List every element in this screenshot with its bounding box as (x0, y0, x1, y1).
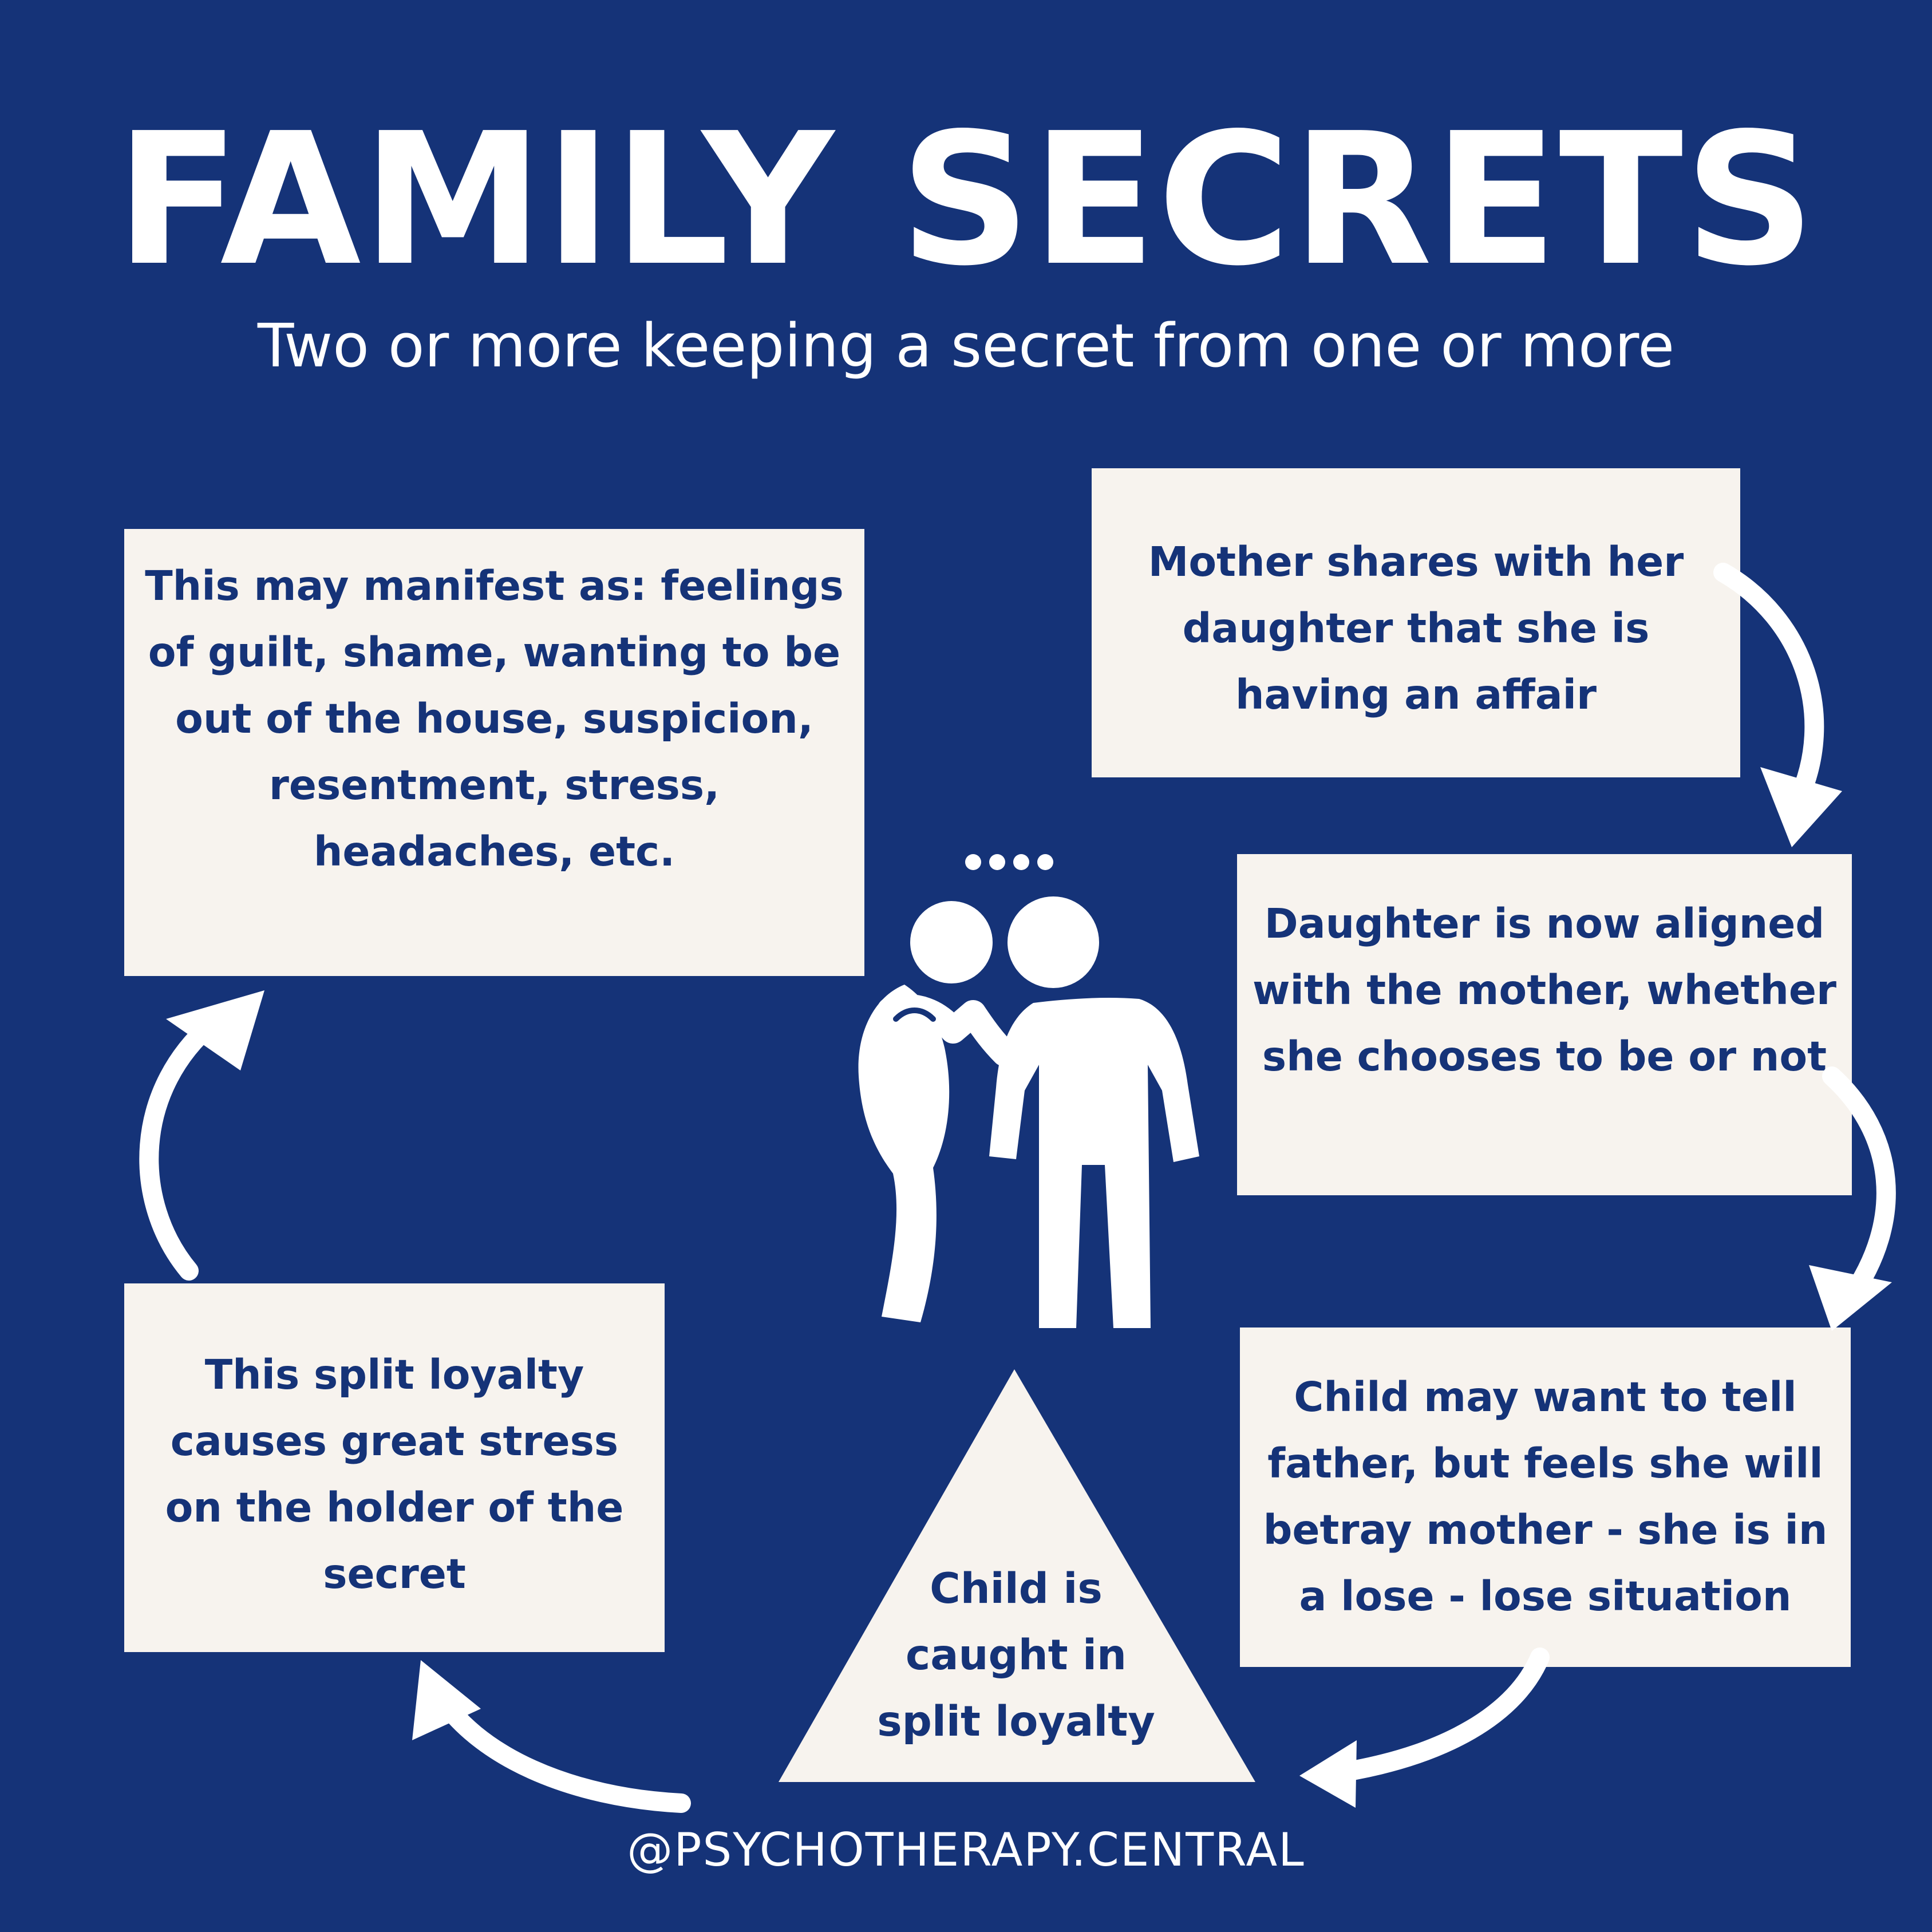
daughter-aligned-text: Daughter is now aligned with the mother,… (1252, 900, 1837, 1080)
daughter-aligned-box: Daughter is now aligned with the mother,… (1237, 854, 1852, 1195)
two-people-whispering-icon (858, 896, 1199, 1328)
mother-shares-box: Mother shares with her daughter that she… (1092, 468, 1740, 777)
arrowhead-4 (412, 1660, 481, 1740)
manifest-text: This may manifest as: feelings of guilt,… (145, 562, 844, 875)
child-tell-box: Child may want to tell father, but feels… (1240, 1327, 1851, 1667)
arrowhead-5 (166, 990, 264, 1070)
triangle-text: Child is caught in split loyalty (877, 1564, 1155, 1746)
page-title: FAMILY SECRETS (115, 94, 1817, 306)
arrowhead-2 (1809, 1265, 1892, 1331)
thought-dots-icon (965, 854, 1053, 870)
arrowhead-1 (1760, 767, 1842, 847)
split-loyalty-box: This split loyalty causes great stress o… (124, 1283, 665, 1652)
mother-shares-text: Mother shares with her daughter that she… (1148, 538, 1684, 718)
arrowhead-3 (1299, 1740, 1357, 1808)
footer-handle[interactable]: @PSYCHOTHERAPY.CENTRAL (627, 1823, 1305, 1876)
page-subtitle: Two or more keeping a secret from one or… (257, 311, 1675, 381)
arrow-triangle-to-split (425, 1679, 691, 1813)
arrow-tell-to-triangle (1318, 1647, 1550, 1784)
arrow-split-to-manifest (139, 1009, 227, 1281)
child-tell-text: Child may want to tell father, but feels… (1263, 1373, 1828, 1620)
manifest-box: This may manifest as: feelings of guilt,… (124, 529, 864, 976)
split-loyalty-text: This split loyalty causes great stress o… (165, 1351, 624, 1598)
